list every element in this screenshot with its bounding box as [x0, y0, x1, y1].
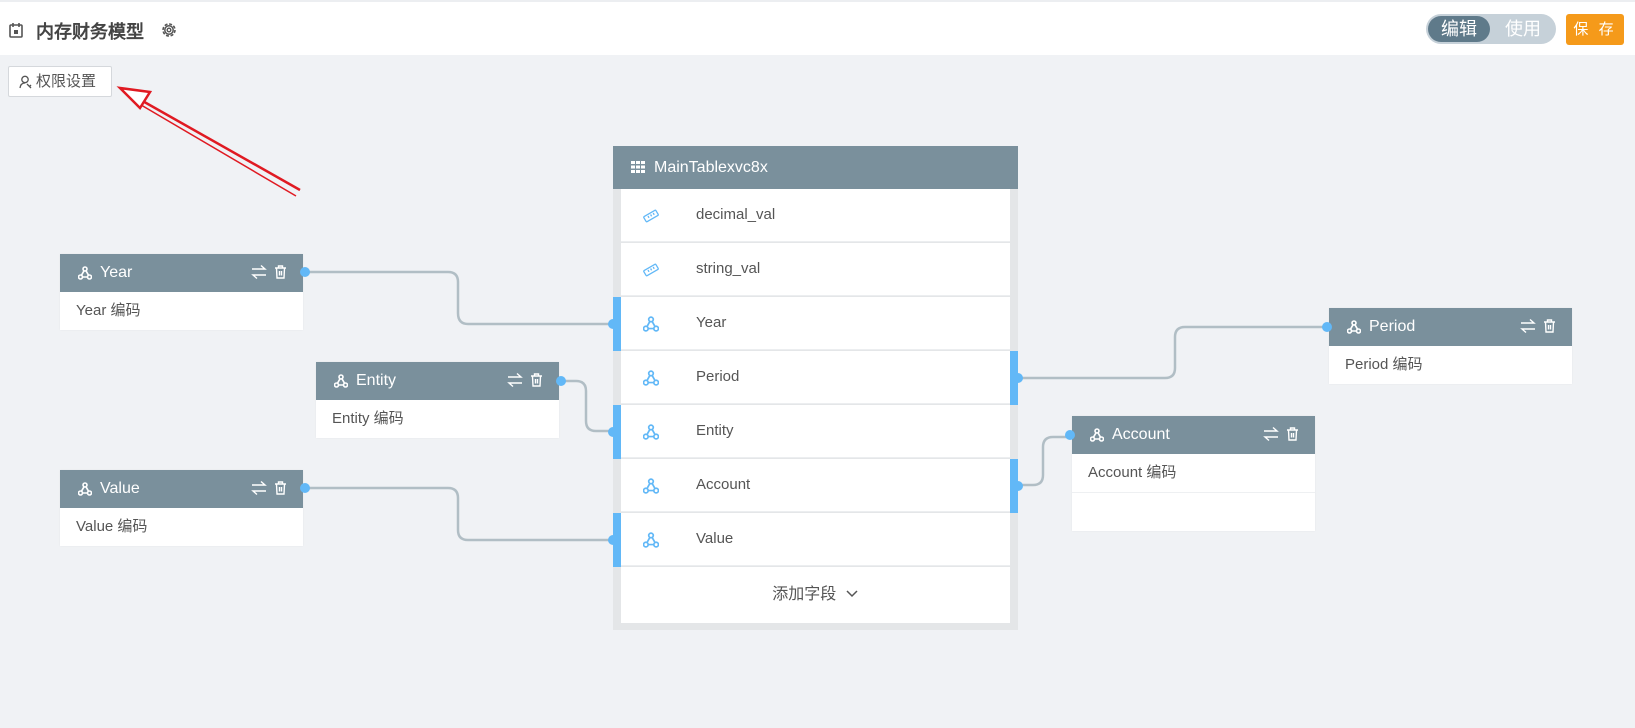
ruler-icon — [643, 263, 659, 277]
dim-card-entity[interactable]: Entity Entity 编码 — [316, 362, 559, 438]
wire-entity — [561, 379, 613, 433]
dim-card-header[interactable]: Value — [60, 470, 303, 508]
table-field-row[interactable]: string_val — [621, 243, 1010, 296]
page-title: 内存财务模型 — [36, 22, 144, 42]
dimension-icon — [643, 424, 659, 440]
dim-name: Account — [1112, 426, 1170, 443]
field-name: decimal_val — [696, 206, 776, 223]
dim-card-header[interactable]: Entity — [316, 362, 559, 400]
dimension-icon — [78, 266, 92, 280]
field-name: Account — [696, 476, 751, 493]
add-field-button[interactable]: 添加字段 — [621, 567, 1010, 623]
connector-handle[interactable] — [1013, 481, 1023, 491]
table-field-row[interactable]: Entity — [621, 405, 1010, 458]
trash-icon[interactable] — [274, 265, 287, 279]
table-field-row[interactable]: Account — [621, 459, 1010, 512]
dim-field[interactable]: Account 编码 — [1088, 464, 1177, 481]
connector-handle[interactable] — [1065, 430, 1075, 440]
dimension-icon — [1090, 428, 1104, 442]
dim-name: Value — [100, 480, 140, 497]
table-field-row[interactable]: decimal_val — [621, 189, 1010, 242]
dimension-icon — [643, 370, 659, 386]
dimension-icon — [643, 316, 659, 332]
dimension-icon — [78, 482, 92, 496]
connector-handle[interactable] — [300, 267, 310, 277]
save-button[interactable]: 保 存 — [1566, 14, 1624, 45]
mode-edit-option[interactable]: 编辑 — [1428, 16, 1490, 42]
trash-icon[interactable] — [274, 481, 287, 495]
dimension-icon — [643, 478, 659, 494]
field-name: Year — [696, 314, 727, 331]
user-key-icon — [19, 75, 32, 89]
connector-handle[interactable] — [608, 535, 618, 545]
chevron-down-icon — [846, 590, 858, 598]
table-field-row[interactable]: Period — [621, 351, 1010, 404]
mode-toggle[interactable]: 编辑 使用 — [1426, 14, 1556, 44]
field-name: Value — [696, 530, 734, 547]
ruler-icon — [643, 209, 659, 223]
dimension-icon — [334, 374, 348, 388]
connector-handle[interactable] — [300, 483, 310, 493]
trash-icon[interactable] — [1543, 319, 1556, 333]
main-table[interactable]: MainTablexvc8x decimal_val string_val Ye… — [613, 146, 1018, 630]
dim-name: Year — [100, 264, 133, 281]
field-name: Entity — [696, 422, 734, 439]
trash-icon[interactable] — [1286, 427, 1299, 441]
table-field-row[interactable]: Year — [621, 297, 1010, 350]
dim-card-header[interactable]: Account — [1072, 416, 1315, 454]
annotation-arrow — [116, 86, 301, 197]
add-field-label: 添加字段 — [772, 586, 837, 603]
dim-field[interactable]: Entity 编码 — [332, 410, 404, 427]
wire-account — [1018, 435, 1070, 487]
connector-handle[interactable] — [556, 376, 566, 386]
calendar-icon — [9, 23, 23, 38]
swap-icon[interactable] — [251, 264, 267, 280]
main-table-name: MainTablexvc8x — [654, 159, 768, 176]
dim-card-year[interactable]: Year Year 编码 — [60, 254, 303, 330]
permission-settings-label: 权限设置 — [36, 73, 97, 90]
connector-handle[interactable] — [608, 427, 618, 437]
dim-field[interactable]: Year 编码 — [76, 302, 141, 319]
permission-settings-button[interactable]: 权限设置 — [8, 66, 112, 97]
connector-handle[interactable] — [608, 319, 618, 329]
dimension-icon — [643, 532, 659, 548]
connector-handle[interactable] — [1322, 322, 1332, 332]
field-name: string_val — [696, 260, 761, 277]
main-table-header[interactable]: MainTablexvc8x — [613, 146, 1018, 189]
dim-name: Entity — [356, 372, 397, 389]
wire-value — [305, 486, 613, 542]
trash-icon[interactable] — [530, 373, 543, 387]
mode-use-option[interactable]: 使用 — [1505, 19, 1541, 39]
dim-card-header[interactable]: Period — [1329, 308, 1572, 346]
dim-name: Period — [1369, 318, 1416, 335]
dimension-icon — [1347, 320, 1361, 334]
dim-card-period[interactable]: Period Period 编码 — [1329, 308, 1572, 384]
dim-card-account[interactable]: Account Account 编码 — [1072, 416, 1315, 531]
dim-field-empty[interactable] — [1072, 492, 1315, 531]
app-header: 内存财务模型 编辑 使用 保 存 — [0, 0, 1635, 55]
table-field-row[interactable]: Value — [621, 513, 1010, 566]
wire-period — [1018, 325, 1326, 380]
dim-field[interactable]: Period 编码 — [1345, 356, 1423, 373]
swap-icon[interactable] — [1263, 426, 1279, 442]
field-name: Period — [696, 368, 740, 385]
dim-card-header[interactable]: Year — [60, 254, 303, 292]
dim-card-value[interactable]: Value Value 编码 — [60, 470, 303, 546]
table-icon — [631, 161, 645, 173]
connector-handle[interactable] — [1013, 373, 1023, 383]
gear-icon[interactable] — [160, 21, 178, 39]
wire-year — [305, 270, 613, 326]
swap-icon[interactable] — [1520, 318, 1536, 334]
swap-icon[interactable] — [251, 480, 267, 496]
dim-field[interactable]: Value 编码 — [76, 518, 148, 535]
swap-icon[interactable] — [507, 372, 523, 388]
